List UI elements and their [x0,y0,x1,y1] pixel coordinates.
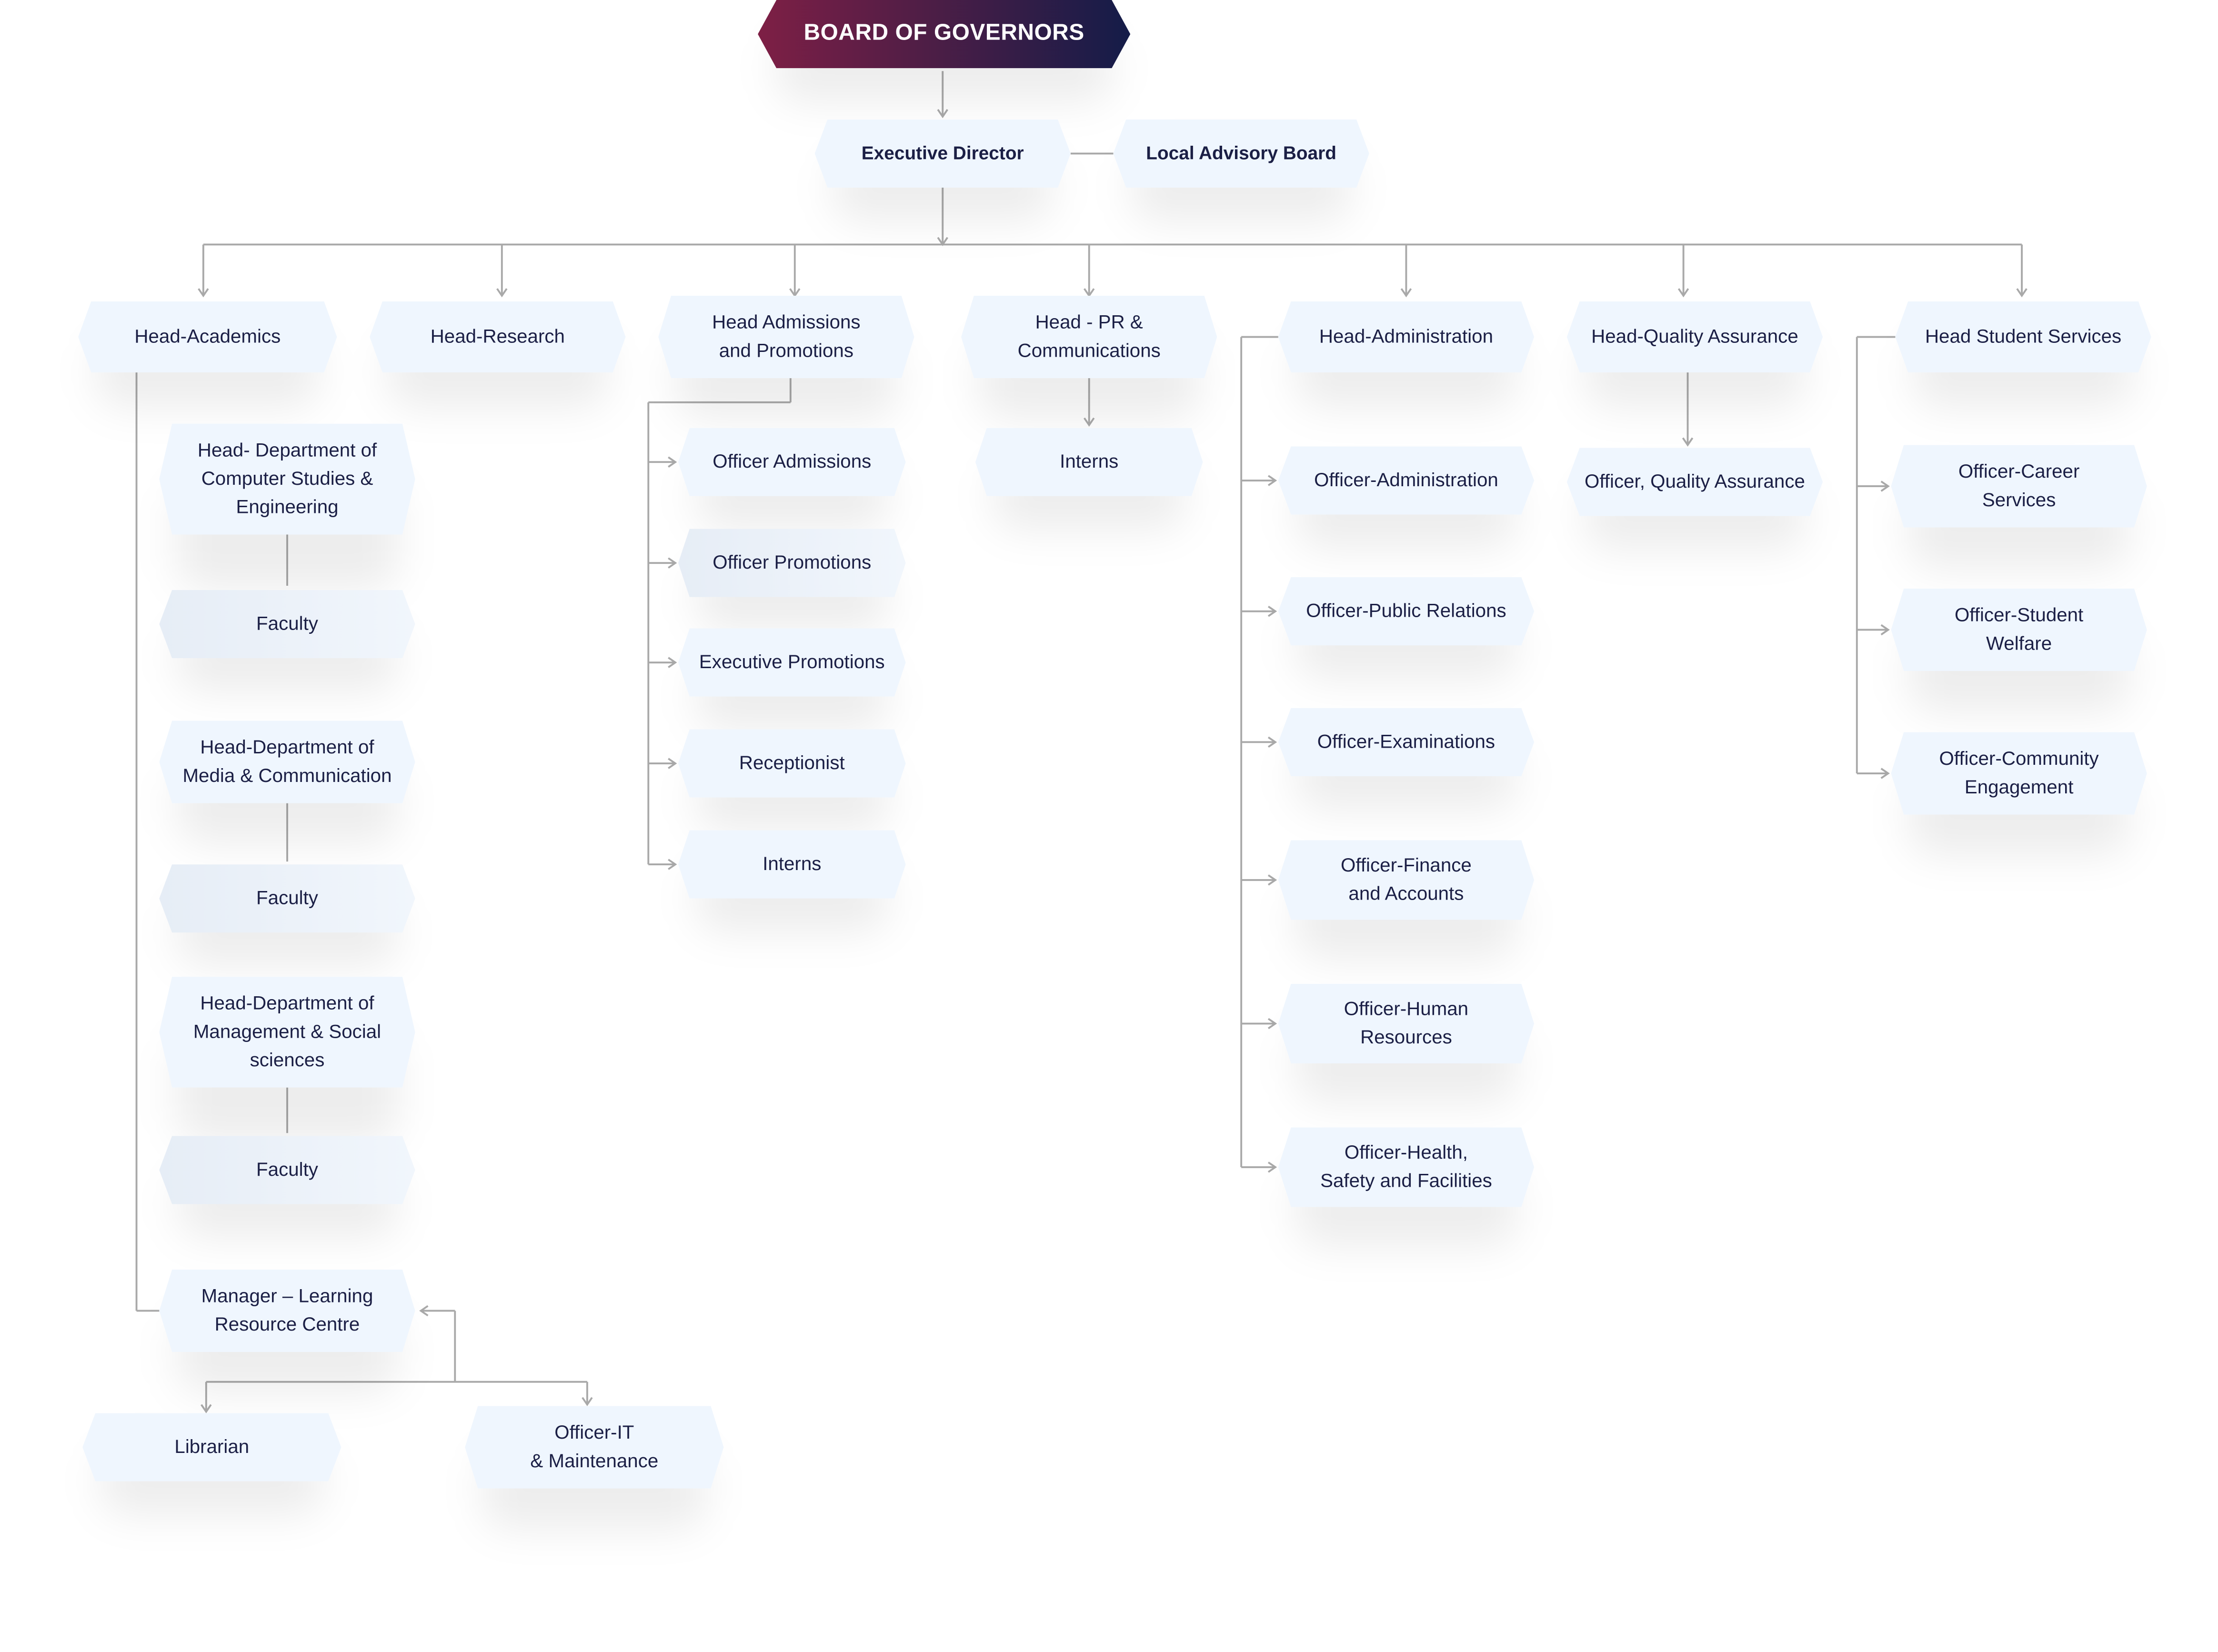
node-label: Officer-Examinations [1317,731,1495,752]
faculty[interactable]: Faculty [159,590,415,659]
arrow-icon [668,758,677,769]
node-label: Head-Department of Management & Social s… [193,992,381,1071]
executive-promotions[interactable]: Executive Promotions [678,628,906,697]
node-label: Officer Admissions [713,451,872,472]
officer-health-safety[interactable]: Officer-Health, Safety and Facilities [1278,1127,1535,1207]
node-label: Officer-Career Services [1958,461,2080,511]
manager-learning-resource-centre[interactable]: Manager – Learning Resource Centre [159,1269,415,1352]
node-label: Head Admissions and Promotions [712,311,861,361]
officer-student-welfare[interactable]: Officer-Student Welfare [1891,588,2147,671]
faculty[interactable]: Faculty [159,1136,415,1204]
head-academics[interactable]: Head-Academics [78,301,337,373]
node-label: Executive Promotions [699,651,885,673]
node-label: Faculty [256,887,318,909]
librarian[interactable]: Librarian [82,1413,341,1482]
node-label: Head-Administration [1319,325,1494,347]
head-dept-computer-studies[interactable]: Head- Department of Computer Studies & E… [159,423,415,535]
executive-director[interactable]: Executive Director [814,119,1071,188]
head-administration[interactable]: Head-Administration [1278,301,1535,373]
node-label: Head - PR & Communications [1017,311,1161,361]
arrow-icon [1267,874,1277,886]
arrow-icon [1677,288,1689,298]
arrow-icon [1084,288,1095,298]
faculty[interactable]: Faculty [159,864,415,933]
node-label: Officer, Quality Assurance [1584,471,1805,492]
officer-it-maintenance[interactable]: Officer-IT & Maintenance [465,1406,724,1489]
head-dept-management[interactable]: Head-Department of Management & Social s… [159,976,415,1088]
arrow-icon [1682,437,1694,447]
node-label: Head-Quality Assurance [1591,325,1798,347]
node-label: BOARD OF GOVERNORS [803,21,1084,46]
arrow-icon [937,109,948,119]
interns[interactable]: Interns [678,830,906,899]
node-label: Officer-IT & Maintenance [530,1422,659,1472]
arrow-icon [1880,481,1890,492]
node-label: Executive Director [861,142,1024,164]
arrow-icon [1267,605,1277,617]
arrow-icon [668,859,677,870]
node-label: Receptionist [739,752,845,774]
node-label: Officer-Community Engagement [1939,748,2099,798]
arrow-icon [1400,288,1412,298]
node-label: Officer-Human Resources [1344,998,1469,1048]
arrow-icon [198,288,209,298]
arrow-icon [1267,1018,1277,1030]
node-label: Head-Research [430,325,565,347]
officer-quality-assurance[interactable]: Officer, Quality Assurance [1566,448,1823,516]
node-label: Head-Department of Media & Communication [182,736,392,786]
arrow-icon [789,288,801,298]
node-label: Head Student Services [1925,325,2122,347]
arrow-icon [1267,1161,1277,1173]
officer-administration[interactable]: Officer-Administration [1278,446,1535,515]
local-advisory-board[interactable]: Local Advisory Board [1113,119,1369,188]
head-student-services[interactable]: Head Student Services [1895,301,2151,373]
arrow-icon [668,557,677,569]
arrow-icon [668,657,677,668]
node-label: Faculty [256,1159,318,1180]
arrow-icon [1880,624,1890,636]
arrow-icon [2016,288,2027,298]
arrow-icon [1880,768,1890,779]
arrow-icon [582,1397,593,1406]
head-quality-assurance[interactable]: Head-Quality Assurance [1566,301,1823,373]
arrow-icon [496,288,508,298]
node-label: Head- Department of Computer Studies & E… [197,439,377,518]
arrow-icon [1084,417,1095,427]
node-label: Faculty [256,612,318,634]
node-label: Manager – Learning Resource Centre [201,1285,373,1335]
node-label: Officer-Student Welfare [1954,604,2084,654]
arrow-icon [668,456,677,468]
arrow-icon [1267,736,1277,748]
officer-promotions[interactable]: Officer Promotions [678,529,906,597]
head-pr[interactable]: Head - PR & Communications [961,295,1217,379]
officer-admissions[interactable]: Officer Admissions [678,428,906,496]
head-research[interactable]: Head-Research [370,301,626,373]
node-label: Local Advisory Board [1146,142,1336,164]
interns[interactable]: Interns [975,428,1203,496]
officer-public-relations[interactable]: Officer-Public Relations [1278,577,1535,646]
node-label: Officer Promotions [713,551,872,573]
node-label: Officer-Administration [1314,469,1498,491]
arrow-icon [419,1305,429,1317]
officer-career-services[interactable]: Officer-Career Services [1891,445,2147,528]
node-label: Officer-Health, Safety and Facilities [1320,1141,1492,1191]
officer-examinations[interactable]: Officer-Examinations [1278,708,1535,776]
node-label: Interns [763,853,822,874]
officer-human-resources[interactable]: Officer-Human Resources [1278,983,1535,1064]
officer-community-engagement[interactable]: Officer-Community Engagement [1891,732,2147,815]
node-label: Officer-Finance and Accounts [1341,854,1472,904]
node-label: Librarian [174,1436,250,1457]
node-label: Head-Academics [134,325,281,347]
board-of-governors[interactable]: BOARD OF GOVERNORS [758,0,1131,69]
arrow-icon [1267,475,1277,486]
node-label: Interns [1060,451,1119,472]
arrow-icon [201,1404,212,1413]
officer-finance[interactable]: Officer-Finance and Accounts [1278,840,1535,920]
head-dept-media[interactable]: Head-Department of Media & Communication [159,721,415,803]
head-admissions[interactable]: Head Admissions and Promotions [658,295,914,379]
node-label: Officer-Public Relations [1306,600,1506,621]
receptionist[interactable]: Receptionist [678,729,906,798]
